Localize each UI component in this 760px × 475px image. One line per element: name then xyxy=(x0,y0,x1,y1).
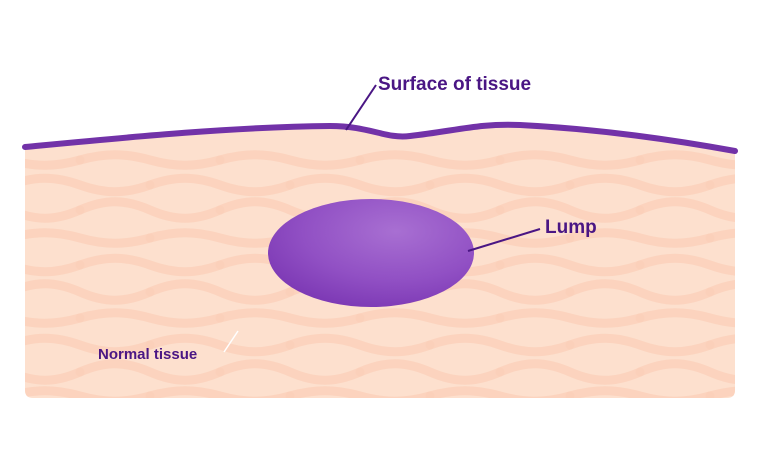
tissue-wave xyxy=(635,253,735,277)
tissue-wave xyxy=(565,173,715,197)
tissue-wave xyxy=(285,386,435,398)
tissue-wave xyxy=(705,228,735,248)
tissue-wave xyxy=(565,279,715,305)
tissue-wave xyxy=(145,279,295,305)
tissue-wave xyxy=(145,333,295,357)
tissue-wave xyxy=(285,333,435,357)
tissue-wave xyxy=(495,308,645,328)
surface-leader-line xyxy=(345,84,377,131)
tissue-wave xyxy=(145,173,295,197)
tissue-wave xyxy=(25,197,85,223)
tissue-wave xyxy=(705,333,735,357)
tissue-wave xyxy=(635,308,735,328)
tissue-wave xyxy=(495,359,645,385)
tissue-wave xyxy=(635,197,735,223)
tissue-wave xyxy=(25,359,85,385)
tissue-wave xyxy=(355,308,505,328)
tissue-wave xyxy=(25,333,155,357)
tissue-wave xyxy=(215,308,365,328)
tissue-wave xyxy=(495,253,645,277)
lump-label: Lump xyxy=(545,217,597,238)
tissue-texture-waves xyxy=(25,150,735,398)
tissue-wave xyxy=(75,359,225,385)
tissue-wave xyxy=(215,359,365,385)
tissue-wave xyxy=(75,253,225,277)
tissue-wave xyxy=(25,308,85,328)
tissue-wave xyxy=(75,308,225,328)
tissue-wave xyxy=(145,228,295,248)
tissue-wave xyxy=(635,359,735,385)
lump-shape xyxy=(268,199,474,307)
tissue-wave xyxy=(565,386,715,398)
tissue-wave xyxy=(285,173,435,197)
normal-tissue-label: Normal tissue xyxy=(98,346,197,363)
tissue-wave xyxy=(635,150,735,170)
tissue-wave xyxy=(495,197,645,223)
tissue-wave xyxy=(425,386,575,398)
tissue-wave xyxy=(425,173,575,197)
lump-leader-line xyxy=(467,228,541,252)
tissue-wave xyxy=(215,150,365,170)
tissue-wave xyxy=(25,253,85,277)
tissue-wave xyxy=(145,386,295,398)
tissue-wave xyxy=(75,197,225,223)
tissue-wave xyxy=(355,150,505,170)
tissue-wave xyxy=(705,173,735,197)
tissue-wave xyxy=(75,150,225,170)
tissue-wave xyxy=(705,279,735,305)
tissue-surface-line xyxy=(22,121,738,154)
tissue-wave xyxy=(25,386,155,398)
tissue-wave xyxy=(355,359,505,385)
tissue-wave xyxy=(25,228,155,248)
tissue-wave xyxy=(705,386,735,398)
normal-tissue-leader-line xyxy=(223,330,239,353)
tissue-wave xyxy=(25,173,155,197)
tissue-wave xyxy=(495,150,645,170)
tissue-wave xyxy=(425,333,575,357)
tissue-wave xyxy=(565,333,715,357)
tissue-wave xyxy=(25,150,85,170)
surface-of-tissue-label: Surface of tissue xyxy=(378,74,531,95)
tissue-wave xyxy=(25,279,155,305)
tissue-wave xyxy=(565,228,715,248)
